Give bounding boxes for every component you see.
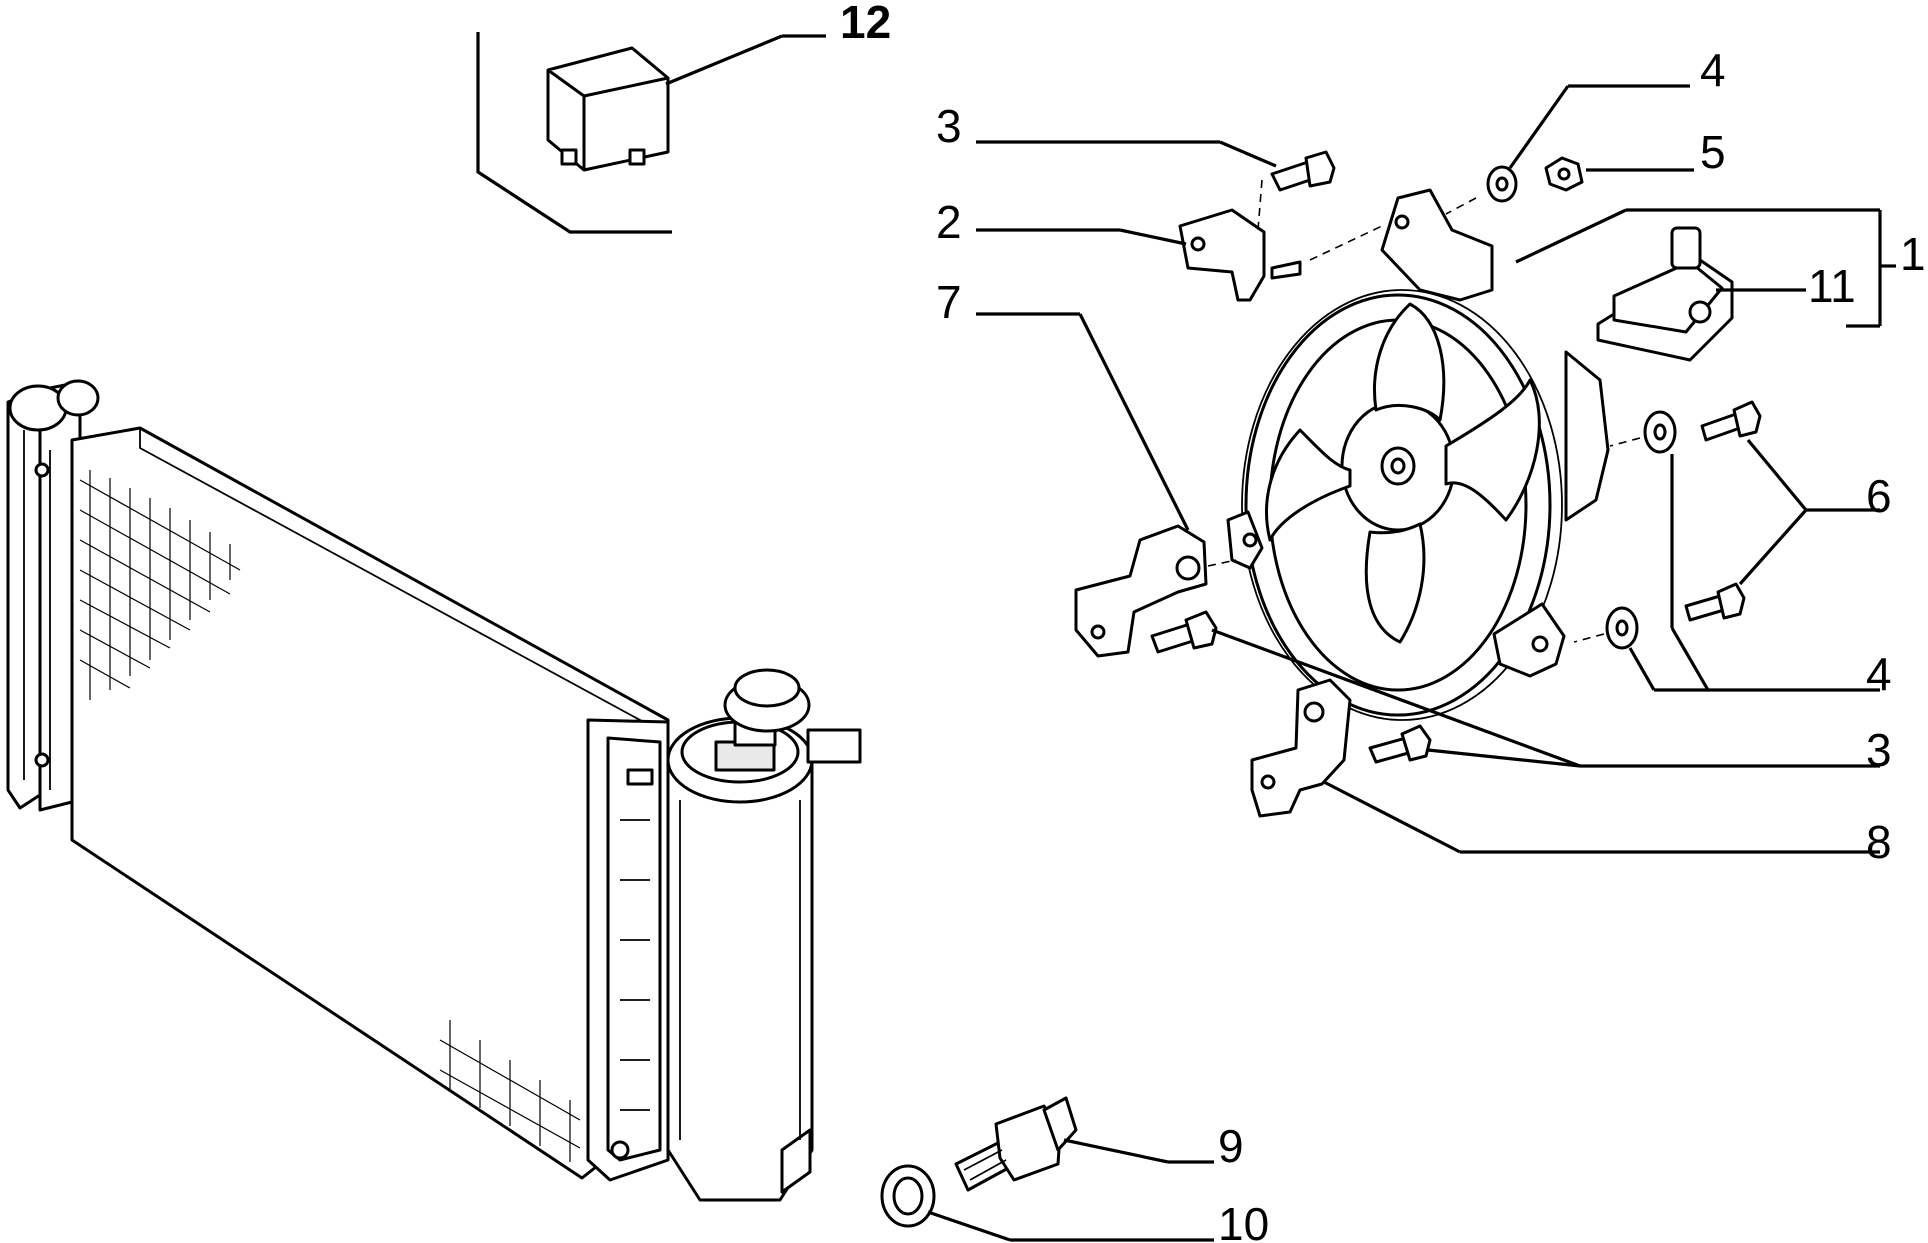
radiator-icon xyxy=(6,379,670,1182)
callout-4-top: 4 xyxy=(1700,44,1726,96)
callout-6: 6 xyxy=(1866,470,1892,522)
washer-4-right-icon xyxy=(1573,410,1880,692)
callout-3-top: 3 xyxy=(936,100,962,152)
callout-12: 12 xyxy=(840,0,891,48)
callout-7: 7 xyxy=(936,276,962,328)
callout-9: 9 xyxy=(1218,1120,1244,1172)
bracket-8-icon xyxy=(1250,678,1880,854)
callout-11: 11 xyxy=(1808,260,1856,312)
screw-3-top-icon xyxy=(976,140,1336,231)
callout-8: 8 xyxy=(1866,816,1892,868)
callout-1: 1 xyxy=(1900,228,1926,280)
callout-4-bottom: 4 xyxy=(1866,648,1892,700)
fan-resistor-icon xyxy=(1596,226,1806,362)
expansion-tank-icon xyxy=(666,668,862,1202)
cooling-fan-icon xyxy=(1226,188,1896,721)
temperature-sensor-icon xyxy=(954,1096,1214,1192)
screw-6-icon xyxy=(1684,400,1880,622)
callout-3-bottom: 3 xyxy=(1866,724,1892,776)
seal-washer-icon xyxy=(880,1164,1214,1242)
nut-5-icon xyxy=(1544,156,1694,192)
callout-2: 2 xyxy=(936,196,962,248)
washer-4-top-icon xyxy=(1445,84,1690,215)
callout-5: 5 xyxy=(1700,126,1726,178)
screw-3-lower-icon xyxy=(1150,610,1880,768)
bracket-7-icon xyxy=(976,312,1237,658)
bracket-2-icon xyxy=(976,208,1383,302)
callout-labels: 12 3 2 7 4 5 1 11 6 4 3 8 9 10 xyxy=(840,0,1926,1243)
callout-10: 10 xyxy=(1218,1198,1269,1243)
relay-icon xyxy=(476,32,826,234)
